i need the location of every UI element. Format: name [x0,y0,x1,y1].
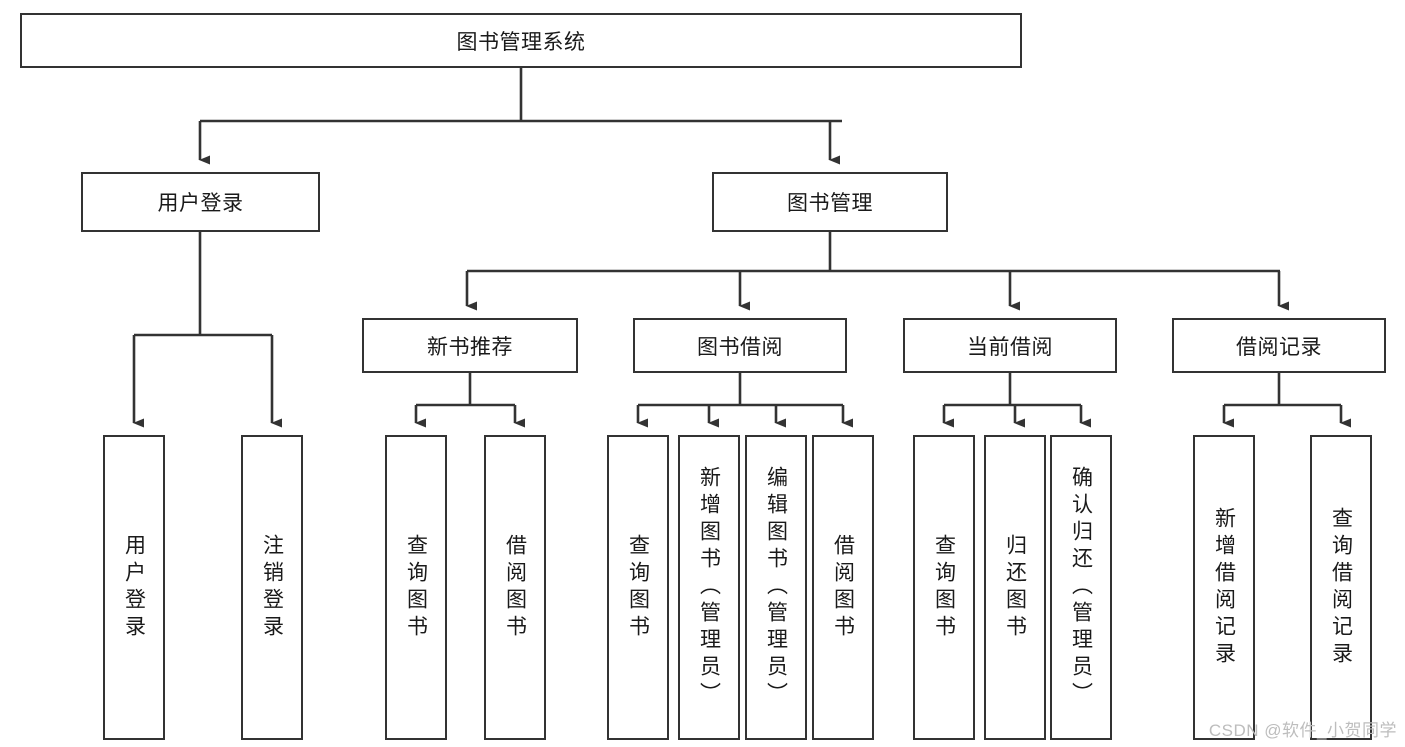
node-user-login[interactable]: 用户登录 [81,172,320,232]
node-leaf-query-book-2[interactable]: 查询图书 [607,435,669,740]
node-leaf-return-book-label: 归还图书 [1003,533,1027,642]
watermark-text: CSDN @软件_小贺同学 [1208,721,1397,740]
node-leaf-add-book-admin-label: 新增图书（管理员） [697,466,721,709]
node-leaf-query-book-1-label: 查询图书 [404,533,428,642]
node-leaf-borrow-book-2-label: 借阅图书 [831,533,855,642]
node-leaf-edit-book-admin-label: 编辑图书（管理员） [764,466,788,709]
node-leaf-query-book-2-label: 查询图书 [626,533,650,642]
node-new-book-recommend[interactable]: 新书推荐 [362,318,578,373]
node-leaf-query-borrow-record-label: 查询借阅记录 [1329,506,1353,669]
node-leaf-edit-book-admin[interactable]: 编辑图书（管理员） [745,435,807,740]
node-user-login-label: 用户登录 [157,192,244,215]
node-leaf-borrow-book-1-label: 借阅图书 [503,533,527,642]
node-leaf-user-login-label: 用户登录 [122,533,146,642]
node-leaf-query-borrow-record[interactable]: 查询借阅记录 [1310,435,1372,740]
node-borrow-record[interactable]: 借阅记录 [1172,318,1386,373]
node-book-management-label: 图书管理 [787,192,873,215]
node-leaf-query-book-3[interactable]: 查询图书 [913,435,975,740]
node-book-management[interactable]: 图书管理 [712,172,948,232]
node-leaf-query-book-1[interactable]: 查询图书 [385,435,447,740]
node-leaf-logout-login[interactable]: 注销登录 [241,435,303,740]
node-borrow-record-label: 借阅记录 [1236,335,1322,359]
node-root[interactable]: 图书管理系统 [20,13,1022,68]
node-leaf-query-book-3-label: 查询图书 [932,533,956,642]
node-leaf-add-book-admin[interactable]: 新增图书（管理员） [678,435,740,740]
node-leaf-confirm-return-admin[interactable]: 确认归还（管理员） [1050,435,1112,740]
node-book-borrow-label: 图书借阅 [697,335,783,359]
node-leaf-borrow-book-1[interactable]: 借阅图书 [484,435,546,740]
node-leaf-logout-login-label: 注销登录 [260,533,284,642]
node-book-borrow[interactable]: 图书借阅 [633,318,847,373]
node-leaf-add-borrow-record[interactable]: 新增借阅记录 [1193,435,1255,740]
node-leaf-return-book[interactable]: 归还图书 [984,435,1046,740]
node-new-book-recommend-label: 新书推荐 [427,335,513,359]
node-current-borrow[interactable]: 当前借阅 [903,318,1117,373]
node-leaf-user-login[interactable]: 用户登录 [103,435,165,740]
node-leaf-add-borrow-record-label: 新增借阅记录 [1212,506,1236,669]
node-root-label: 图书管理系统 [456,30,586,54]
node-leaf-confirm-return-admin-label: 确认归还（管理员） [1069,466,1093,709]
node-leaf-borrow-book-2[interactable]: 借阅图书 [812,435,874,740]
node-current-borrow-label: 当前借阅 [967,335,1053,359]
